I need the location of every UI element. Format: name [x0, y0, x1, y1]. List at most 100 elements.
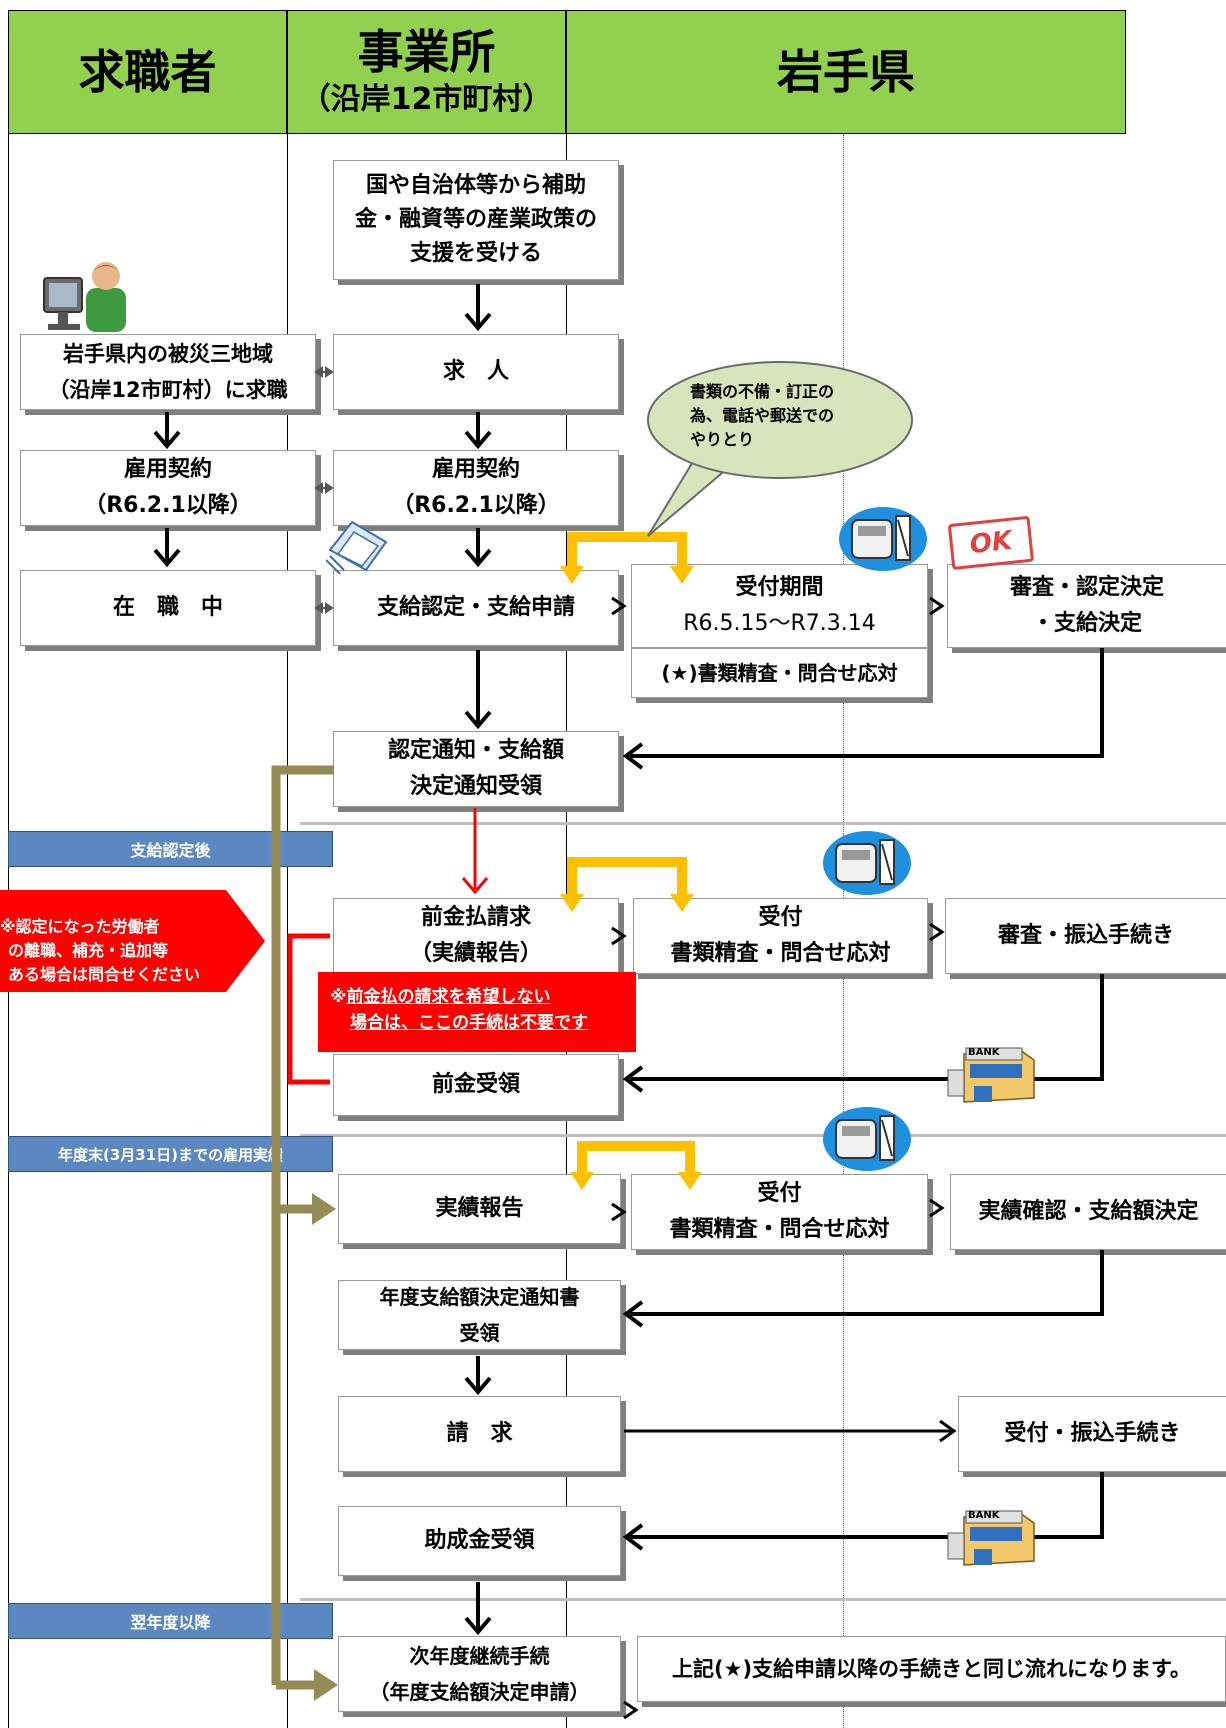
application-label: 支給認定・支給申請: [376, 595, 575, 620]
speech-bubble-text: 書類の不備・訂正の 為、電話や郵送での やりとり: [690, 380, 880, 452]
section-separator-2: [300, 1134, 1226, 1137]
results-report-label: 実績報告: [435, 1196, 524, 1221]
annual-notice-line-2: 受領: [459, 1321, 500, 1345]
worker-change-line-3: ある場合は問合せください: [8, 965, 201, 984]
bank-icon-1: BANK: [944, 1040, 1040, 1106]
column-divider-1: [287, 10, 288, 1728]
worker-change-line-2: の離職、補充・追加等: [8, 941, 169, 960]
person-computer-icon: [40, 258, 130, 338]
ok-stamp-text: OK: [947, 515, 1035, 571]
advance-optional-line-1: ※前金払の請求を希望しない: [330, 984, 630, 1010]
support-line-1: 国や自治体等から補助: [365, 173, 586, 198]
next-year-box: 次年度継続手続 （年度支給額決定申請）: [338, 1636, 621, 1712]
phone-fax-icon-2: [822, 830, 912, 896]
band-next-year-label: 翌年度以降: [130, 1613, 211, 1632]
seeker-office-links: [314, 366, 334, 614]
speech-line-2: 為、電話や郵送での: [690, 406, 835, 425]
phone-fax-icon-3: [822, 1106, 912, 1172]
doc-review-star-box: (★)書類精査・問合せ応対: [631, 648, 928, 698]
red-bracket: [287, 933, 330, 1085]
return-arrows: [622, 648, 1104, 1551]
annual-notice-line-1: 年度支給額決定通知書: [379, 1285, 580, 1309]
reception-review-1-line-2: 書類精査・問合せ応対: [670, 941, 891, 966]
office-contract-line-1: 雇用契約: [431, 457, 520, 482]
accept-transfer-label: 受付・振込手続き: [1004, 1421, 1181, 1446]
advance-optional-prefix: ※: [330, 987, 347, 1007]
next-year-line-1: 次年度継続手続: [409, 1644, 550, 1668]
reception-review-2-line-2: 書類精査・問合せ応対: [669, 1217, 890, 1242]
speech-line-1: 書類の不備・訂正の: [690, 382, 835, 401]
exam-transfer-box: 審査・振込手続き: [945, 898, 1226, 974]
seeker-contract-line-2: （R6.2.1以降）: [84, 493, 252, 518]
reception-review-2-line-1: 受付: [757, 1181, 802, 1206]
claim-label: 請 求: [446, 1421, 513, 1446]
column-divider-2: [566, 10, 567, 1728]
worker-change-line-1: ※認定になった労働者: [0, 917, 160, 936]
reception-period-line-2: R6.5.15～R7.3.14: [683, 611, 876, 636]
accept-transfer-box: 受付・振込手続き: [958, 1396, 1226, 1472]
annual-notice-box: 年度支給額決定通知書 受領: [338, 1280, 621, 1350]
section-separator-3: [300, 1598, 1226, 1601]
notice-receipt-line-2: 決定通知受領: [409, 774, 542, 799]
seeker-down-arrows: [153, 412, 181, 568]
notice-receipt-box: 認定通知・支給額 決定通知受領: [333, 731, 619, 807]
advance-receipt-label: 前金受領: [431, 1072, 520, 1097]
olive-flow-heads: [312, 1193, 338, 1701]
same-flow-note-label: 上記(★)支給申請以降の手続きと同じ流れになります。: [672, 1657, 1191, 1681]
reception-review-1-line-1: 受付: [758, 905, 803, 930]
advance-optional-text-1: 前金払の請求を希望しない: [346, 987, 551, 1007]
worker-change-callout: [0, 890, 265, 992]
advance-request-line-2: （実績報告）: [409, 941, 542, 966]
office-down-arrows: [464, 284, 492, 1636]
same-flow-note-box: 上記(★)支給申請以降の手続きと同じ流れになります。: [637, 1636, 1226, 1702]
grant-receipt-box: 助成金受領: [338, 1506, 621, 1576]
speech-line-3: やりとり: [690, 430, 755, 449]
exam-transfer-label: 審査・振込手続き: [997, 923, 1174, 948]
advance-receipt-box: 前金受領: [333, 1054, 619, 1116]
fax-document-icon: [325, 520, 392, 575]
advance-optional-callout: [318, 972, 636, 1052]
grant-receipt-label: 助成金受領: [424, 1528, 535, 1553]
support-box: 国や自治体等から補助 金・融資等の産業政策の 支援を受ける: [333, 160, 619, 280]
header-prefecture: 岩手県: [566, 10, 1126, 134]
yellow-feedback-heads: [560, 566, 702, 1190]
decision-line-1: 審査・認定決定: [1009, 575, 1164, 600]
decision-line-2: ・支給決定: [1031, 611, 1142, 636]
section-separator-1: [300, 822, 1226, 825]
ok-stamp-icon: OK: [947, 515, 1035, 572]
seeker-contract-line-1: 雇用契約: [123, 457, 212, 482]
bank-2-label: BANK: [968, 1510, 1000, 1521]
job-search-box: 岩手県内の被災三地域 （沿岸12市町村）に求職: [20, 334, 316, 410]
header-seeker: 求職者: [8, 10, 287, 134]
band-year-end-label: 年度末(3月31日)までの雇用実績: [57, 1145, 284, 1164]
employed-box: 在 職 中: [20, 570, 316, 646]
reception-period-line-1: 受付期間: [735, 575, 824, 600]
advance-optional-line-2: 場合は、ここの手続は不要です: [350, 1013, 588, 1033]
header-office: 事業所 （沿岸12市町村）: [287, 10, 566, 134]
claim-arrow: [624, 1419, 957, 1443]
next-year-line-2: （年度支給額決定申請）: [369, 1680, 590, 1704]
claim-box: 請 求: [338, 1396, 621, 1472]
job-search-line-2: （沿岸12市町村）に求職: [48, 378, 288, 402]
advance-optional-text: ※前金払の請求を希望しない 場合は、ここの手続は不要です: [330, 984, 630, 1036]
office-contract-line-2: （R6.2.1以降）: [392, 493, 560, 518]
header-seeker-title: 求職者: [78, 45, 217, 99]
right-chevrons: [611, 596, 945, 1720]
speech-bubble: [647, 361, 913, 537]
red-down-arrow: [461, 808, 489, 895]
worker-change-text: ※認定になった労働者 の離職、補充・追加等 ある場合は問合せください: [0, 915, 240, 987]
job-offer-label: 求 人: [442, 359, 509, 384]
header-office-subtitle: （沿岸12市町村）: [300, 82, 553, 117]
office-contract-box: 雇用契約 （R6.2.1以降）: [333, 450, 619, 526]
confirm-amount-box: 実績確認・支給額決定: [950, 1174, 1226, 1250]
support-line-2: 金・融資等の産業政策の: [354, 207, 597, 232]
column-divider-left: [8, 10, 9, 1728]
header-prefecture-title: 岩手県: [777, 45, 915, 99]
job-search-line-1: 岩手県内の被災三地域: [63, 342, 273, 366]
support-line-3: 支援を受ける: [409, 241, 542, 266]
bank-icon-2: BANK: [944, 1503, 1040, 1569]
olive-flow-line: [271, 765, 334, 1690]
bank-1-label: BANK: [968, 1047, 1000, 1058]
results-report-box: 実績報告: [338, 1174, 621, 1244]
